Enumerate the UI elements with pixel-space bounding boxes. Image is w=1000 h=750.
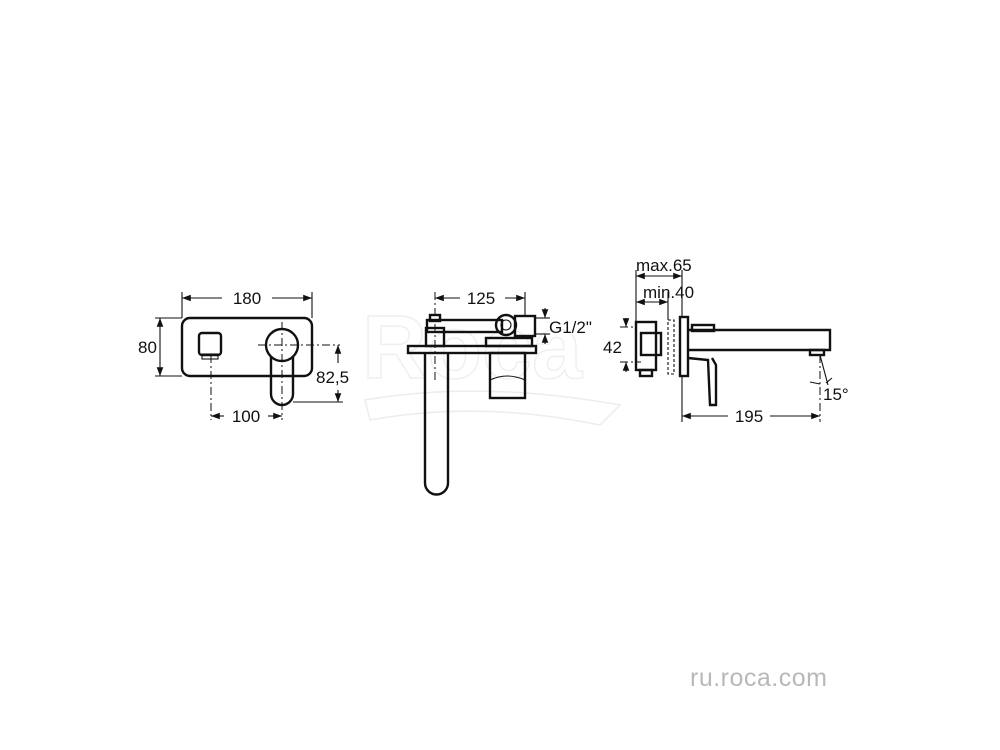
side-view <box>620 270 833 422</box>
website-url: ru.roca.com <box>690 664 828 692</box>
lever-offset-dimension: 82,5 <box>316 368 349 387</box>
svg-text:Roca: Roca <box>362 298 583 398</box>
width-dimension: 180 <box>233 289 261 308</box>
depth-dimension: 125 <box>467 289 495 308</box>
height-dimension: 80 <box>138 338 157 357</box>
spout-length-dimension: 195 <box>735 407 763 426</box>
front-view <box>155 292 343 420</box>
height-dimension: 42 <box>603 338 622 357</box>
thread-dimension: G1/2" <box>549 318 592 337</box>
spout-angle-dimension: 15° <box>823 385 849 404</box>
max-depth-dimension: max.65 <box>636 256 692 275</box>
min-depth-dimension: min.40 <box>643 283 694 302</box>
section-view <box>406 292 550 496</box>
spacing-dimension: 100 <box>232 407 260 426</box>
